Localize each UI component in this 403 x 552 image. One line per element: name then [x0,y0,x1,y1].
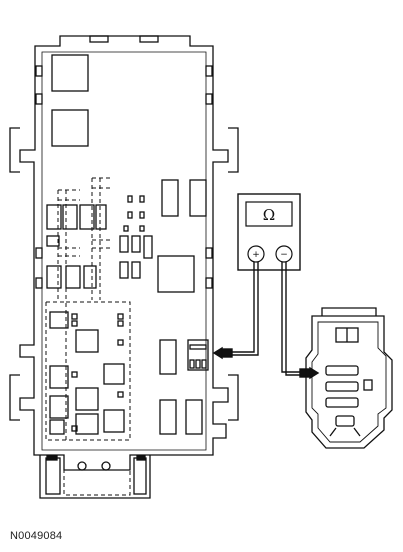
connector-icon [305,307,393,449]
positive-terminal-label: + [252,250,260,260]
positive-terminal [247,245,265,263]
negative-terminal [275,245,293,263]
fuse-box-icon [9,35,239,499]
multimeter-icon: Ω + − [237,193,301,271]
reference-code: N0049084 [10,530,63,542]
negative-terminal-label: − [280,250,288,260]
ohm-symbol: Ω [263,206,275,224]
test-lead-positive [212,262,259,360]
